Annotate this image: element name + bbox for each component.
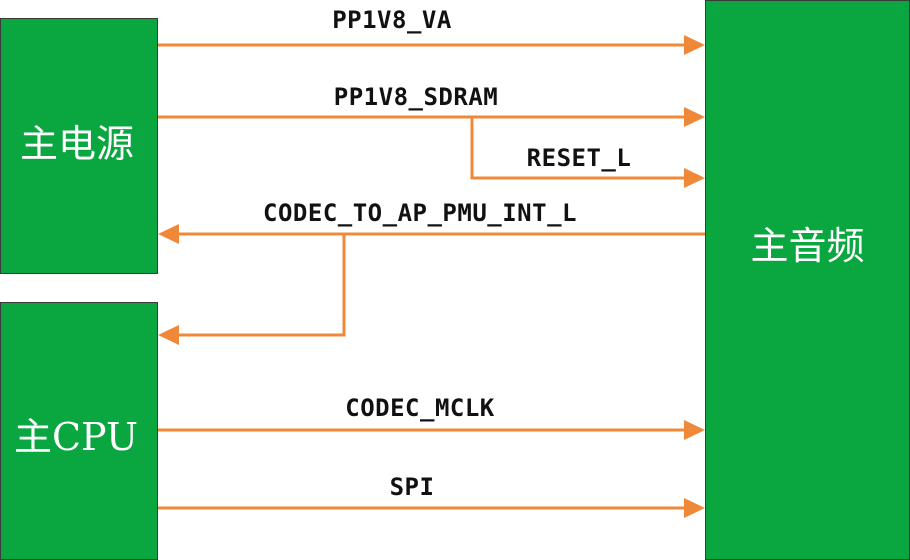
- codec-int-wire-branch: [176, 234, 346, 337]
- reset-l-wire: [470, 117, 688, 180]
- pp1v8-va-label: PP1V8_VA: [332, 6, 452, 34]
- pp1v8-sdram-label: PP1V8_SDRAM: [333, 83, 499, 111]
- pp1v8-va-arrowhead: [684, 35, 705, 55]
- codec-int-to-cpu-arrowhead: [158, 325, 179, 345]
- codec-mclk-label: CODEC_MCLK: [345, 394, 495, 422]
- pp1v8-sdram-arrowhead: [684, 107, 705, 127]
- codec-mclk-arrowhead: [684, 420, 705, 440]
- codec-to-ap-pmu-int-l-label: CODEC_TO_AP_PMU_INT_L: [263, 199, 577, 227]
- spi-arrowhead: [684, 498, 705, 518]
- codec-int-to-power-arrowhead: [158, 224, 179, 244]
- reset-l-arrowhead: [684, 168, 705, 188]
- spi-label: SPI: [389, 473, 435, 501]
- reset-l-label: RESET_L: [526, 144, 632, 172]
